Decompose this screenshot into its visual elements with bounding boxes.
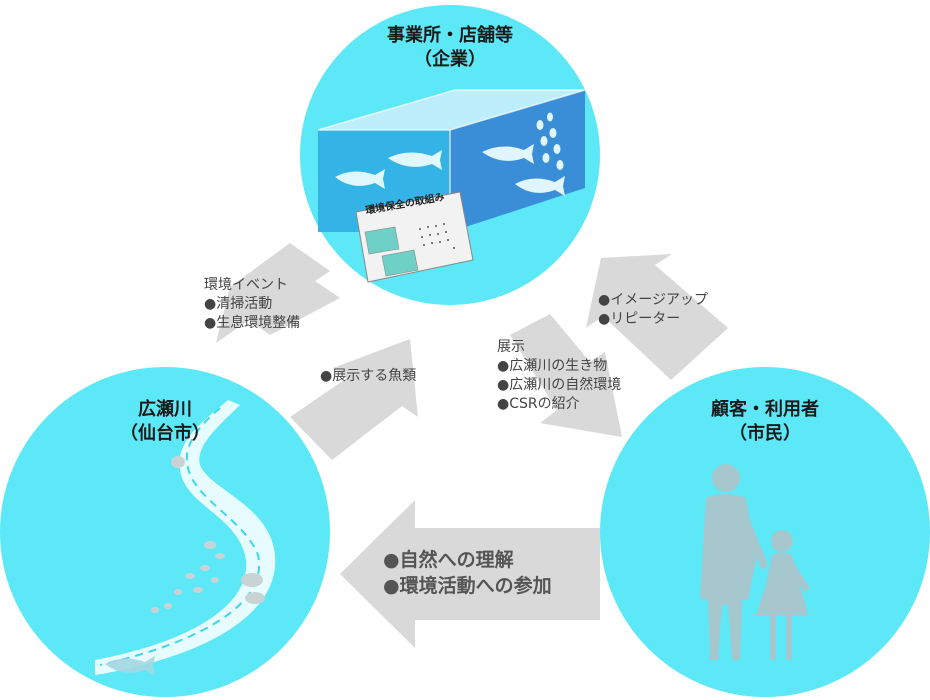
flow-heading: 環境イベント [204,277,288,293]
flow-item: ●CSRの紹介 [497,396,580,412]
river-subtitle: （仙台市） [120,423,210,444]
bullet: ● [204,315,217,331]
flow-item: ●環境活動への参加 [383,575,552,597]
arrow-citizen-to-company [586,254,728,380]
bullet: ● [598,311,611,327]
arrow-citizen-to-river [340,500,600,648]
bullet: ● [598,292,611,308]
flow-citizen-to-company: ●イメージアップ ●リピーター [598,291,708,329]
flow-item: ●自然への理解 [383,549,514,571]
flow-heading: 展示 [497,339,525,355]
family-silhouette [700,464,810,660]
river-node-label: 広瀬川 （仙台市） [90,398,240,446]
citizen-node-label: 顧客・利用者 （市民） [675,398,855,446]
company-node-label: 事業所・店舗等 （企業） [350,24,550,72]
bullet: ● [497,358,510,374]
arrow-company-to-river [216,243,340,343]
flow-item: ●生息環境整備 [204,315,301,331]
flow-item: ●イメージアップ [598,292,708,308]
bullet: ● [383,549,400,571]
company-title: 事業所・店舗等 [387,25,513,46]
flow-company-to-river: 環境イベント ●清掃活動 ●生息環境整備 [204,276,300,333]
company-subtitle: （企業） [414,49,486,70]
bullet: ● [497,377,510,393]
flow-item: ●広瀬川の自然環境 [497,377,622,393]
arrow-river-to-company [290,339,418,460]
flow-item: ●広瀬川の生き物 [497,358,608,374]
citizen-subtitle: （市民） [729,423,801,444]
bullet: ● [204,296,217,312]
citizen-circle [600,367,930,697]
river-title: 広瀬川 [138,399,192,420]
flow-company-to-citizen: 展示 ●広瀬川の生き物 ●広瀬川の自然環境 ●CSRの紹介 [497,338,621,414]
flow-item: ●展示する魚類 [320,368,417,384]
info-panel [355,191,474,283]
flow-citizen-to-river: ●自然への理解 ●環境活動への参加 [383,547,552,599]
bullet: ● [383,575,400,597]
flow-item: ●清掃活動 [204,296,273,312]
bullet: ● [320,368,333,384]
flow-river-to-company: ●展示する魚類 [320,367,416,386]
bullet: ● [497,396,510,412]
citizen-title: 顧客・利用者 [711,399,819,420]
river-illustration [95,400,276,676]
arrow-company-to-citizen [510,314,622,437]
flow-item: ●リピーター [598,311,681,327]
